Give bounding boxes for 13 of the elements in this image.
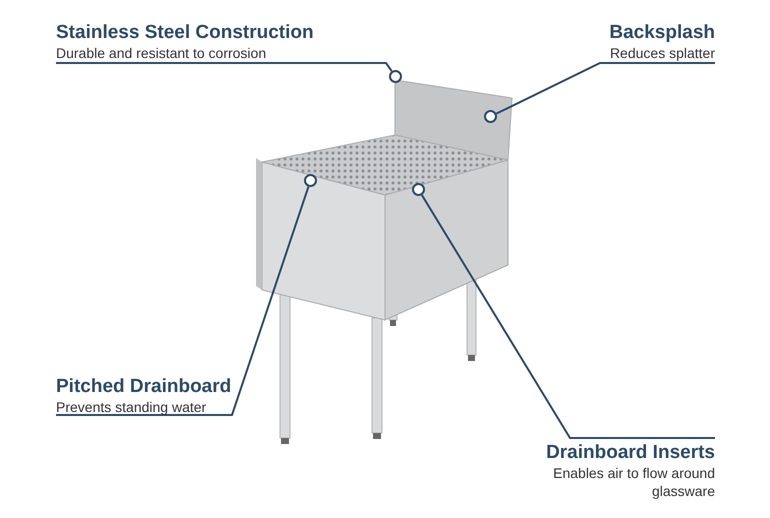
leader-line <box>421 194 715 439</box>
callout-description: Enables air to flow around glassware <box>552 464 715 500</box>
callout-description: Durable and resistant to corrosion <box>56 44 268 62</box>
callout-description: Reduces splatter <box>608 44 715 62</box>
callout-heading: Backsplash <box>608 22 715 44</box>
callout-heading: Pitched Drainboard <box>56 376 232 398</box>
leader-line <box>496 62 715 115</box>
callout-heading: Stainless Steel Construction <box>56 22 315 44</box>
leader-line <box>56 186 310 416</box>
callout-description: Prevents standing water <box>56 398 208 416</box>
callout-heading: Drainboard Inserts <box>545 442 715 464</box>
leader-line <box>56 62 393 72</box>
callout-point-marker <box>389 70 402 83</box>
